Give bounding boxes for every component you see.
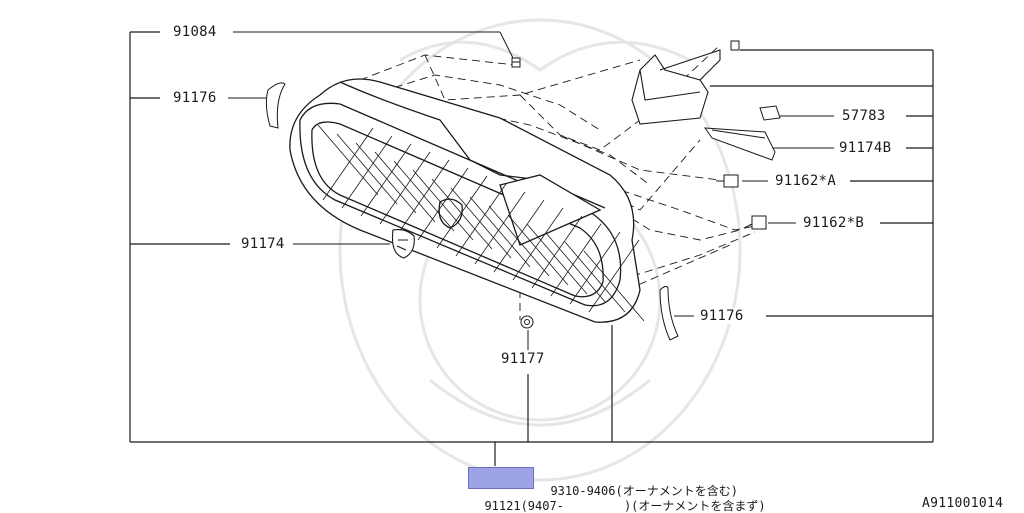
assembly-line-2-range: (9407-	[520, 499, 564, 513]
mesh-line	[431, 178, 493, 250]
mesh-line	[398, 159, 450, 233]
mesh-line	[469, 196, 531, 268]
figure-code: A911001014	[922, 496, 1004, 511]
mesh-line	[545, 232, 607, 304]
support-bracket-icon	[631, 49, 721, 125]
highlighted-part-number[interactable]	[468, 467, 534, 489]
mesh-line	[412, 169, 474, 241]
callout-91162a: 91162*A	[772, 173, 840, 189]
assembly-line-2-note: )(オーナメントを含まず)	[623, 499, 766, 513]
callout-91176-right: 91176	[697, 308, 747, 324]
clip-91084-icon	[511, 57, 521, 68]
callout-91176-left: 91176	[170, 90, 220, 106]
assembly-line-1-note: (オーナメントを含む)	[615, 484, 738, 498]
mesh-line	[488, 205, 550, 277]
callout-57783: 57783	[839, 108, 889, 124]
mesh-line	[322, 127, 374, 201]
callout-91177: 91177	[498, 351, 548, 367]
moulding-91176-left-icon	[265, 82, 286, 129]
mesh-line	[436, 175, 488, 249]
mesh-line	[341, 135, 393, 209]
mesh-line	[531, 215, 583, 289]
moulding-91176-right-icon	[659, 285, 679, 341]
mesh-line	[526, 223, 588, 295]
bracket-57783-icon	[759, 105, 781, 121]
mesh-line	[564, 241, 626, 313]
clip-91162a-icon	[716, 174, 739, 188]
mesh-line	[569, 231, 621, 305]
mesh-line	[507, 214, 569, 286]
callout-91174b: 91174B	[836, 140, 895, 156]
assembly-line-1: 9310-9406(オーナメントを含む)	[536, 470, 738, 498]
mesh-line	[360, 143, 412, 217]
mesh-line	[355, 142, 417, 214]
callout-91084: 91084	[170, 24, 220, 40]
mesh-line	[493, 199, 545, 273]
clip-top-right-icon	[730, 40, 740, 51]
callout-leaders	[228, 31, 834, 350]
callout-91174: 91174	[238, 236, 288, 252]
assembly-line-2: 91121(9407- )(オーナメントを含まず)	[470, 485, 766, 513]
mesh-line	[583, 250, 645, 322]
mesh-line	[374, 151, 436, 223]
mesh-line	[336, 133, 398, 205]
mesh-line	[450, 187, 512, 259]
callout-91162b: 91162*B	[800, 215, 868, 231]
assembly-line-1-range: 9310-9406	[550, 484, 616, 498]
clip-91162b-icon	[743, 215, 767, 230]
assembly-line-2-part: 91121	[484, 499, 521, 513]
mesh-line	[455, 183, 507, 257]
bracket-frame	[129, 31, 934, 466]
grille-mesh	[317, 124, 645, 322]
mesh-line	[317, 124, 379, 196]
mesh-line	[550, 223, 602, 297]
nut-91177-icon	[520, 315, 534, 329]
ornament-91174-icon	[391, 229, 415, 259]
bracket-91174b-icon	[703, 127, 776, 161]
mesh-line	[379, 151, 431, 225]
mesh-line	[417, 167, 469, 241]
mesh-line	[512, 207, 564, 281]
mesh-line	[474, 191, 526, 265]
mesh-line	[588, 239, 640, 313]
